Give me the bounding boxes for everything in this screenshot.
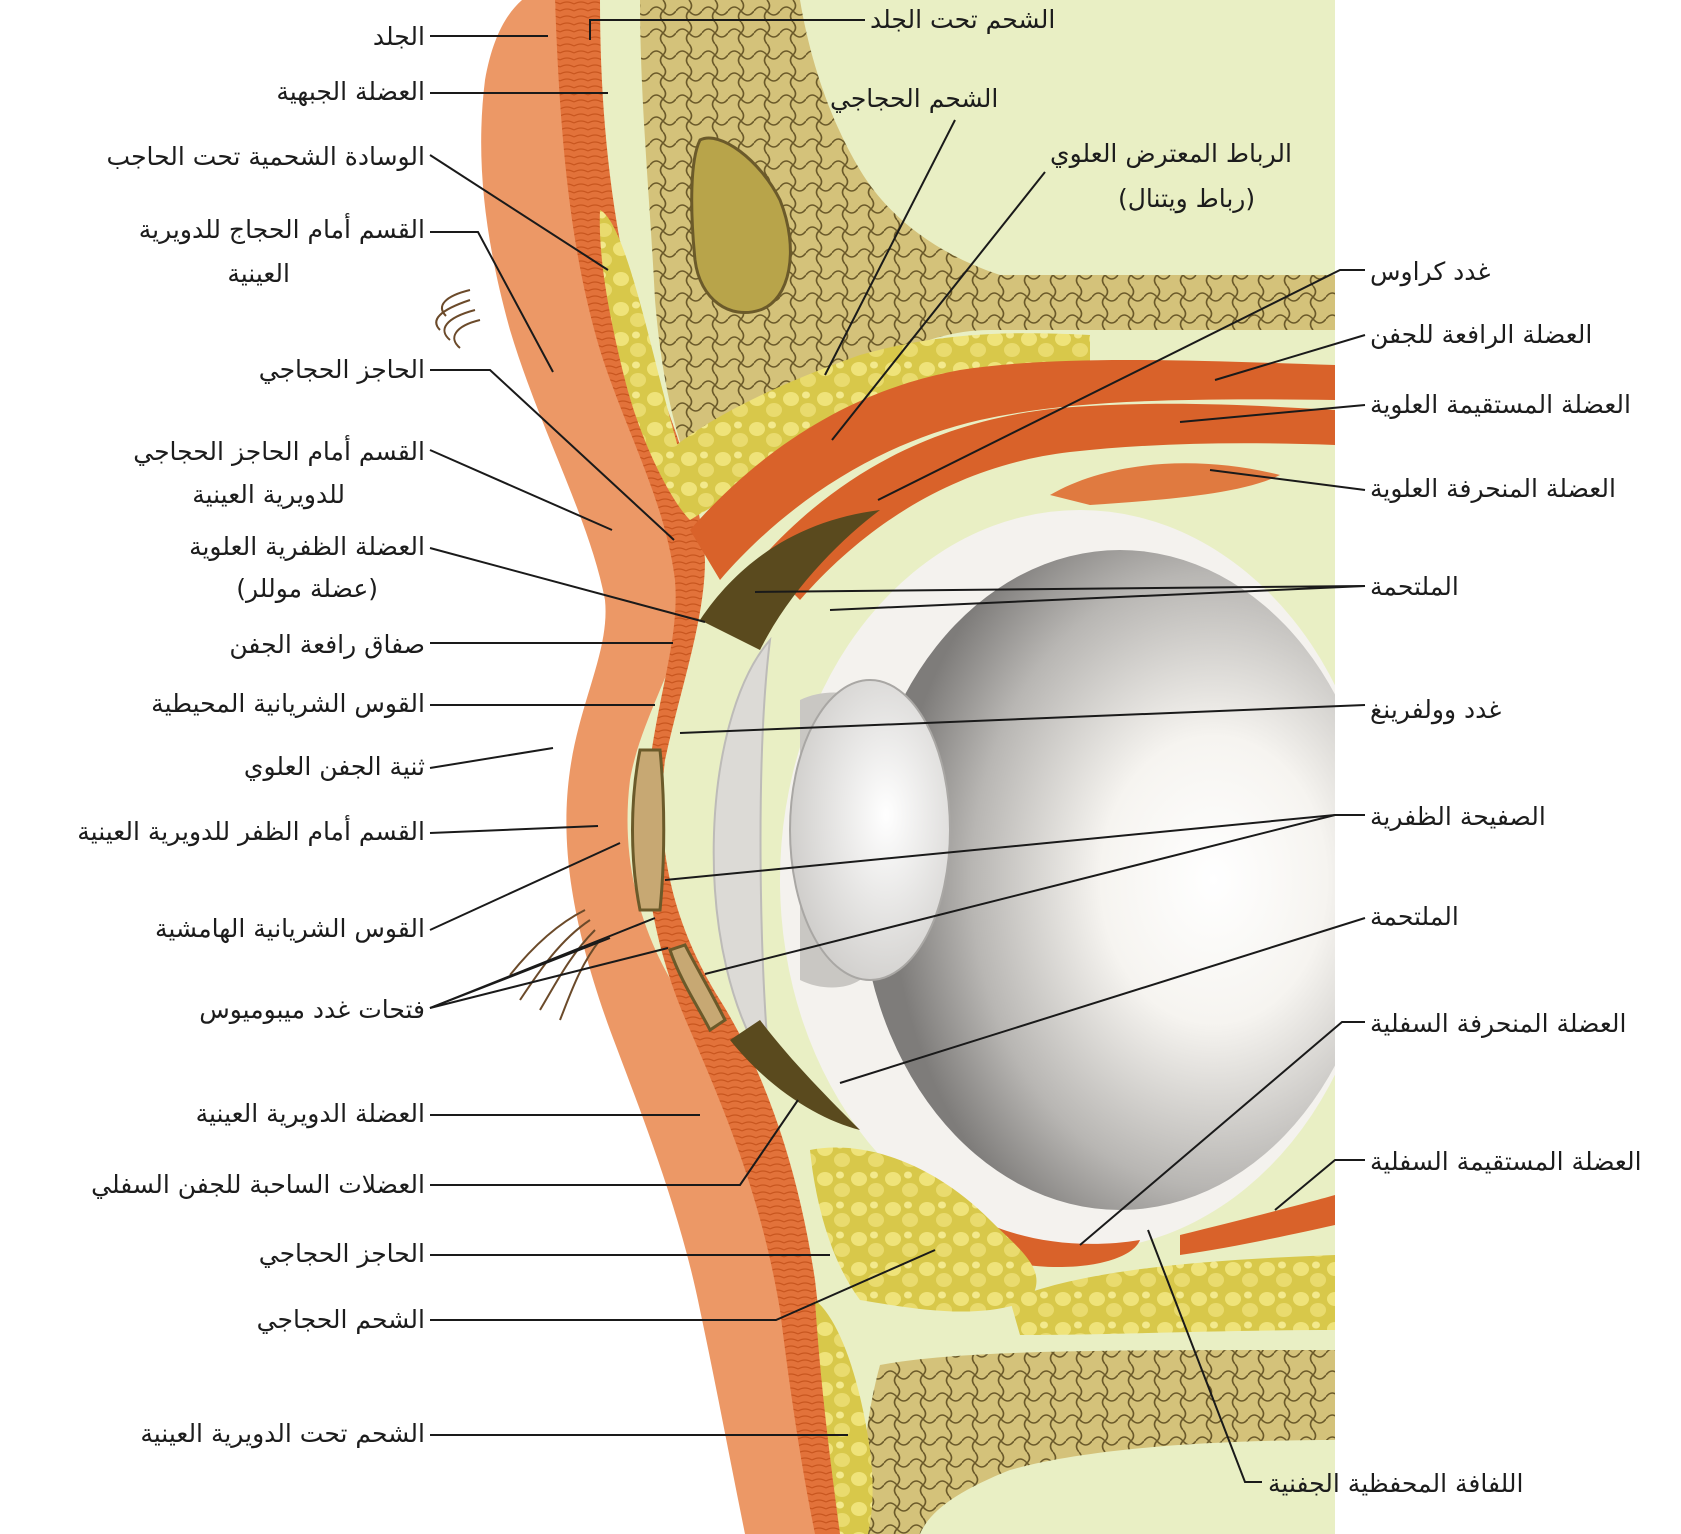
frontal-bone bbox=[640, 0, 1335, 470]
label-upper-lid-crease: ثنية الجفن العلوي bbox=[244, 752, 425, 781]
vitreous bbox=[860, 550, 1380, 1210]
leader-fat-lower bbox=[430, 1249, 936, 1321]
leader-lid-crease bbox=[429, 747, 554, 769]
maxillary-bone bbox=[860, 1350, 1335, 1534]
lower-tarsal-plate bbox=[668, 943, 727, 1033]
leader-inf-rectus bbox=[1274, 1159, 1365, 1211]
label-superior-oblique: العضلة المنحرفة العلوية bbox=[1370, 474, 1616, 503]
label-marginal-arcade: القوس الشريانية الهامشية bbox=[155, 914, 425, 944]
leader-capsulopalpebral bbox=[1147, 1229, 1262, 1483]
leader-meibomian-2 bbox=[429, 947, 669, 1009]
leader-septum-upper bbox=[430, 369, 675, 541]
leader-preorbital-1 bbox=[430, 231, 554, 373]
label-lower-lid-retractors: العضلات الساحبة للجفن السفلي bbox=[91, 1170, 425, 1199]
label-preorbital-orbicularis-2: العينية bbox=[227, 259, 290, 288]
leader-wolfring bbox=[679, 704, 1366, 734]
label-meibomian-orifices: فتحات غدد ميبوميوس bbox=[199, 995, 425, 1024]
leader-sup-rectus bbox=[1179, 404, 1366, 423]
leader-conj-upper-1 bbox=[754, 585, 1366, 593]
leader-preseptal bbox=[429, 449, 613, 531]
anatomy-illustration bbox=[435, 0, 1681, 1534]
leader-pretarsal bbox=[429, 825, 599, 834]
label-whitnall-ligament: الرباط المعترض العلوي bbox=[1050, 139, 1292, 168]
eyelashes-upper bbox=[435, 289, 481, 349]
leader-sup-oblique bbox=[1209, 469, 1366, 491]
eye-clip bbox=[1335, 460, 1681, 1360]
leader-tarsal-2 bbox=[704, 814, 1365, 975]
leader-retractors bbox=[430, 1099, 799, 1186]
label-levator-aponeurosis: صفاق رافعة الجفن bbox=[229, 630, 425, 659]
lens bbox=[789, 679, 951, 981]
label-preseptal-orbicularis: القسم أمام الحاجز الحجاجي bbox=[133, 434, 425, 467]
label-capsulopalpebral-fascia: اللفافة المحفظية الجفنية bbox=[1268, 1469, 1523, 1498]
label-orbital-septum-upper: الحاجز الحجاجي bbox=[259, 355, 425, 384]
leader-krause bbox=[877, 269, 1365, 501]
label-brow-fat-pad: الوسادة الشحمية تحت الحاجب bbox=[107, 142, 425, 171]
leader-whitnall bbox=[831, 171, 1046, 441]
label-orbicularis-oculi: العضلة الدويرية العينية bbox=[196, 1099, 425, 1129]
frontal-sinus bbox=[690, 136, 792, 315]
label-levator-palpebrae: العضلة الرافعة للجفن bbox=[1370, 320, 1592, 349]
eyelashes-lower bbox=[509, 909, 601, 1021]
label-krause-glands: غدد كراوس bbox=[1370, 257, 1491, 287]
label-preorbital-orbicularis: القسم أمام الحجاج للدويرية bbox=[139, 212, 425, 245]
superior-rectus bbox=[760, 403, 1335, 600]
label-skin: الجلد bbox=[373, 22, 425, 51]
label-wolfring-glands: غدد وولفرينغ bbox=[1370, 695, 1501, 725]
label-preseptal-orbicularis-2: للدويرية العينية bbox=[192, 480, 345, 510]
leader-subcutaneous bbox=[589, 19, 865, 40]
label-pretarsal-orbicularis: القسم أمام الظفر للدويرية العينية bbox=[77, 814, 425, 847]
inferior-rectus bbox=[1180, 1195, 1335, 1255]
label-orbital-septum-lower: الحاجز الحجاجي bbox=[259, 1239, 425, 1268]
leader-conj-upper-2 bbox=[829, 585, 1366, 611]
suborbicularis-fat bbox=[815, 1300, 873, 1534]
leader-conj-lower bbox=[839, 917, 1366, 1084]
label-tarsal-plate: الصفيحة الظفرية bbox=[1370, 802, 1546, 831]
upper-tarsal-plate bbox=[631, 748, 666, 912]
label-soof: الشحم تحت الدويرية العينية bbox=[140, 1419, 425, 1449]
label-subcutaneous-fat: الشحم تحت الجلد bbox=[870, 5, 1055, 35]
leader-muller bbox=[429, 547, 706, 623]
label-orbital-fat-upper: الشحم الحجاجي bbox=[830, 84, 998, 114]
label-inferior-oblique: العضلة المنحرفة السفلية bbox=[1370, 1009, 1626, 1038]
label-orbital-fat-lower: الشحم الحجاجي bbox=[257, 1305, 425, 1335]
left-labels: الجلد العضلة الجبهية الوسادة الشحمية تحت… bbox=[77, 22, 425, 1449]
label-peripheral-arcade: القوس الشريانية المحيطية bbox=[151, 689, 425, 718]
brow-fat-pad bbox=[599, 210, 690, 520]
lower-fornix bbox=[730, 1020, 860, 1130]
label-superior-rectus: العضلة المستقيمة العلوية bbox=[1370, 390, 1631, 419]
lower-orbital-fat bbox=[810, 1147, 1037, 1312]
label-muller-muscle: (عضلة موللر) bbox=[236, 574, 378, 603]
leader-orbital-fat-upper bbox=[824, 119, 956, 376]
label-whitnall-ligament-2: (رباط ويتنال) bbox=[1118, 184, 1255, 214]
leader-brow-fat bbox=[429, 154, 609, 271]
leader-lines bbox=[429, 19, 1366, 1483]
upper-fornix bbox=[700, 510, 880, 650]
leader-levator bbox=[1214, 334, 1366, 381]
label-superior-tarsal-muscle: العضلة الظفرية العلوية bbox=[189, 532, 425, 561]
label-inferior-rectus: العضلة المستقيمة السفلية bbox=[1370, 1147, 1642, 1176]
label-conjunctiva-upper: الملتحمة bbox=[1370, 572, 1459, 601]
superior-oblique bbox=[1050, 463, 1280, 505]
leader-marginal-arcade bbox=[429, 842, 621, 931]
leader-meibomian-3 bbox=[429, 937, 611, 1009]
label-frontalis-muscle: العضلة الجبهية bbox=[276, 77, 425, 107]
right-labels: الشحم تحت الجلد الشحم الحجاجي الرباط الم… bbox=[830, 5, 1642, 1498]
leader-inf-oblique bbox=[1079, 1021, 1365, 1246]
label-conjunctiva-lower: الملتحمة bbox=[1370, 902, 1459, 931]
